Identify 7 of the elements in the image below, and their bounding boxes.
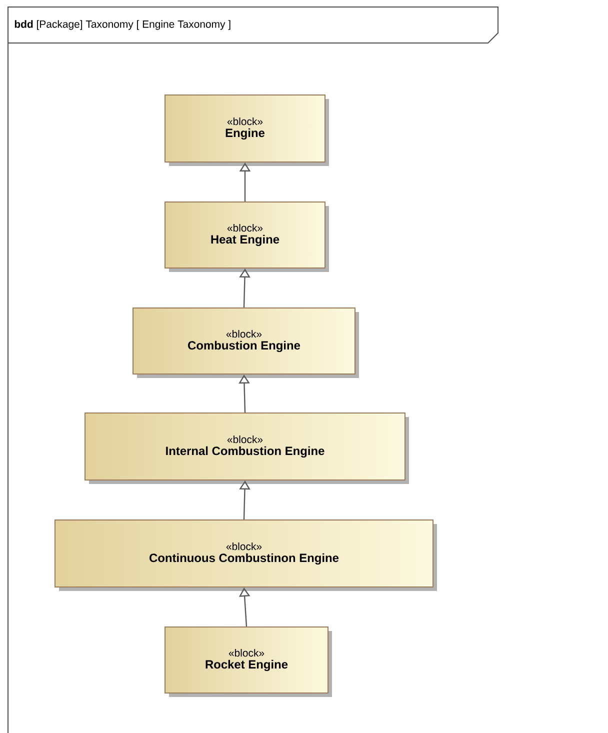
block-box: «block» Internal Combustion Engine — [84, 412, 409, 484]
block-box: «block» Rocket Engine — [164, 626, 332, 697]
block-box: «block» Continuous Combustinon Engine — [54, 520, 437, 591]
frame-title: bdd [Package] Taxonomy [ Engine Taxonomy ] — [14, 20, 230, 30]
block-box: «block» Heat Engine — [164, 202, 329, 272]
block-box: «block» Combustion Engine — [132, 308, 359, 378]
block-box: «block» Engine — [164, 94, 329, 166]
